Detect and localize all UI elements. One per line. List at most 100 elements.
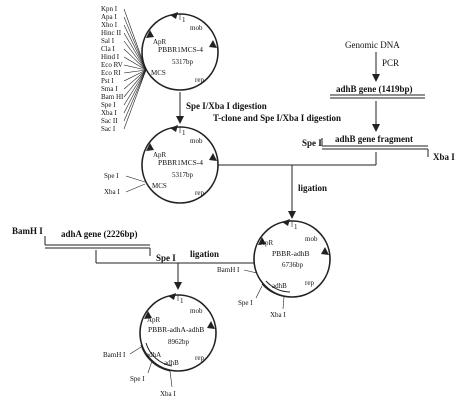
origin-label: 1 (294, 223, 298, 231)
adhb-label: adhB (164, 359, 179, 367)
plasmid-size: 5317bp (172, 58, 194, 66)
rep-arrow-icon (209, 40, 217, 48)
xba-site-label: Xba I (270, 311, 286, 319)
spe-site-line (125, 175, 146, 183)
arrow-down-icon (174, 282, 182, 290)
mob-label: mob (305, 235, 318, 243)
mob-arrow-icon (170, 12, 178, 19)
fragment-spe-label: Spe I (302, 138, 322, 148)
site-label: Sac I (101, 125, 116, 133)
tclone-label: T-clone and Spe I/Xba I digestion (213, 113, 341, 123)
fragment-xba-label: Xba I (433, 152, 455, 162)
xba-site-label: Xba I (160, 390, 176, 398)
xba-site-line (282, 296, 285, 310)
bam-site-line (243, 269, 258, 274)
site-label: Eco RI (101, 69, 121, 77)
ligation2-label: ligation (190, 249, 219, 259)
mob-label: mob (190, 137, 203, 145)
rep-arrow-icon (321, 247, 329, 255)
rep-label: rep (195, 189, 204, 197)
rep-arrow-icon (207, 321, 215, 329)
adha-label: adhA (146, 351, 161, 359)
fragment-label: adhB gene fragment (335, 134, 413, 144)
adhb-gene-label: adhB gene (1419bp) (336, 84, 413, 94)
apr-arrow-icon (144, 311, 152, 319)
adha-gene-label: adhA gene (2226bp) (61, 229, 138, 239)
plasmid-name: PBBR1MCS-4 (158, 158, 203, 167)
apr-label: ApR (260, 239, 274, 247)
adha-adhb-insert-arc (145, 342, 173, 367)
rep-label: rep (305, 279, 314, 287)
ligation1-label: ligation (298, 183, 327, 193)
apr-arrow-icon (146, 30, 154, 38)
site-label: Spe I (101, 101, 116, 109)
bam-site-label: BamH I (103, 351, 126, 359)
site-label: Xba I (101, 109, 117, 117)
arrow-down-icon (372, 74, 380, 82)
adhb-insert-arc (261, 283, 291, 298)
adhb-label: adhB (272, 282, 287, 290)
plasmid-name: PBBR-adhA-adhB (148, 325, 204, 334)
plasmid-pbbr1mcs4-original: 1 mob ApR PBBR1MCS-4 5317bp rep MCS K (101, 5, 219, 133)
site-label: Sac II (101, 117, 118, 125)
mcs-site-list: Kpn I Apa I Xho I Hinc II Sal I Cla I Hi… (101, 5, 124, 133)
rep-label: rep (195, 76, 204, 84)
origin-label: 1 (182, 16, 186, 24)
xba-site-line (125, 183, 146, 193)
mob-label: mob (190, 24, 203, 32)
mob-arrow-icon (168, 293, 176, 300)
spe-site-label: Spe I (130, 375, 145, 383)
arrow-down-icon (372, 124, 380, 132)
site-label: Sma I (101, 85, 118, 93)
spe-site-label: Spe I (104, 172, 119, 180)
apr-arrow-icon (258, 237, 266, 245)
plasmid-circle (253, 220, 331, 298)
mob-arrow-icon (282, 219, 290, 226)
site-label: Eco RV (101, 61, 123, 69)
site-label: Bam HI (101, 93, 124, 101)
bam-site-line (129, 346, 142, 355)
plasmid-size: 5317bp (172, 171, 194, 179)
adha-bam-label: BamH I (12, 226, 43, 236)
xba-site-label: Xba I (104, 188, 120, 196)
genomic-dna-label: Genomic DNA (345, 40, 400, 50)
site-label: Sal I (101, 37, 115, 45)
apr-label: ApR (153, 38, 167, 46)
digest1-label: Spe I/Xba I digestion (186, 101, 267, 111)
apr-arrow-icon (146, 143, 154, 151)
adha-spe-label: Spe I (156, 253, 176, 263)
arrow-down-icon (176, 116, 184, 124)
plasmid-name: PBBR-adhB (272, 249, 310, 258)
plasmid-size: 8962bp (168, 338, 190, 346)
site-label: Xho I (101, 21, 118, 29)
site-label: Cla I (101, 45, 115, 53)
plasmid-pbbr-adhb: 1 mob ApR PBBR-adhB 6736bp rep adhB BamH… (217, 219, 331, 319)
site-label: Kpn I (101, 5, 118, 13)
adhb-insert-arc (265, 280, 291, 293)
arrow-down-icon (288, 211, 296, 219)
mob-label: mob (190, 307, 203, 315)
origin-label: 1 (182, 129, 186, 137)
site-label: Apa I (101, 13, 117, 21)
plasmid-size: 6736bp (282, 261, 304, 269)
plasmid-pbbr1mcs4-digested: 1 mob ApR PBBR1MCS-4 5317bp rep MCS Spe … (104, 125, 219, 204)
pcr-label: PCR (382, 58, 399, 68)
site-label: Hinc II (101, 29, 122, 37)
origin-label: 1 (180, 297, 184, 305)
apr-label: ApR (147, 316, 161, 324)
mcs-site-lines (123, 8, 147, 130)
mcs-label: MCS (151, 69, 166, 77)
mcs-label: MCS (152, 182, 167, 190)
spe-site-label: Spe I (238, 299, 253, 307)
mob-arrow-icon (170, 125, 178, 132)
rep-arrow-icon (209, 153, 217, 161)
xba-site-line (169, 370, 173, 388)
site-label: Hind I (101, 53, 120, 61)
spe-site-line (255, 285, 263, 299)
plasmid-pbbr-adha-adhb: 1 mob ApR PBBR-adhA-adhB 8962bp rep adhA… (103, 293, 217, 398)
site-label: Pst I (101, 77, 114, 85)
spe-site-line (147, 360, 153, 374)
bam-site-label: BamH I (217, 266, 240, 274)
